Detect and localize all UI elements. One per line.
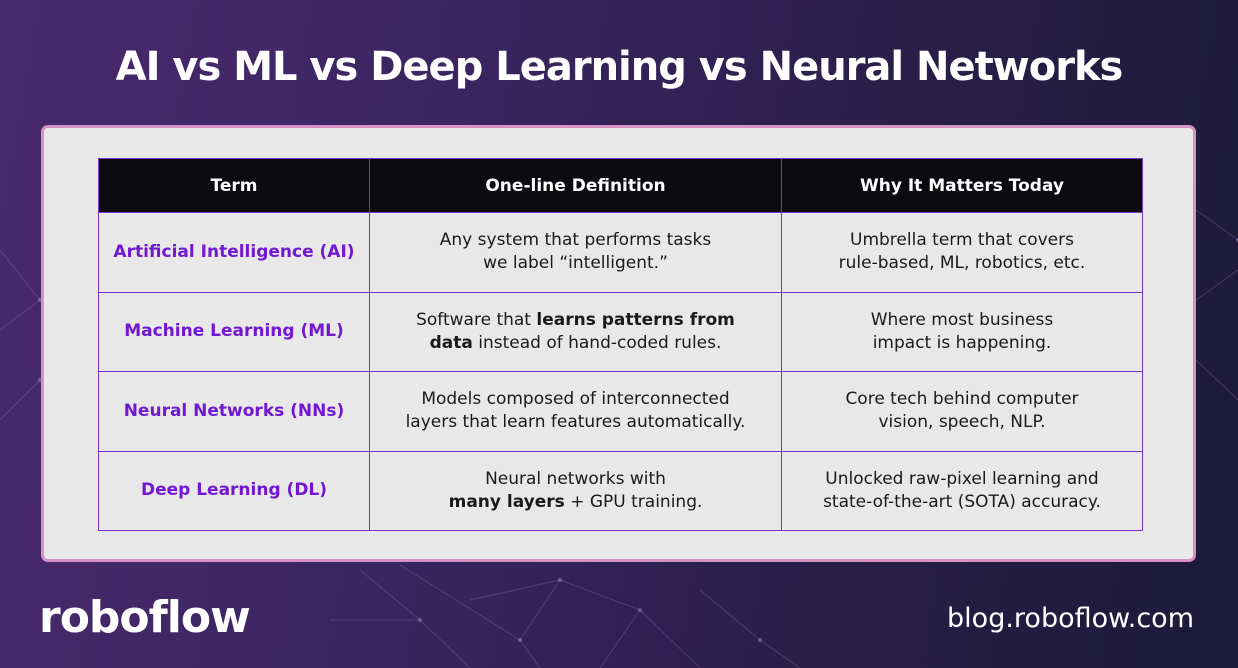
table-row: Machine Learning (ML) Software that lear… xyxy=(98,291,1143,372)
blog-url[interactable]: blog.roboflow.com xyxy=(947,603,1194,634)
why-line: Core tech behind computer xyxy=(845,389,1079,410)
term-cell: Neural Networks (NNs) xyxy=(98,371,370,452)
term-cell: Artificial Intelligence (AI) xyxy=(98,212,370,293)
column-header-why: Why It Matters Today xyxy=(781,158,1143,213)
why-line: rule-based, ML, robotics, etc. xyxy=(838,253,1086,274)
definition-text: + GPU training. xyxy=(564,491,703,512)
definition-line: we label “intelligent.” xyxy=(483,253,668,274)
why-line: Where most business xyxy=(870,309,1054,330)
comparison-panel: Term One-line Definition Why It Matters … xyxy=(41,125,1196,562)
definition-bold-text: learns patterns from xyxy=(536,309,735,330)
definition-bold-text: many layers xyxy=(448,491,565,512)
definition-line: Models composed of interconnected xyxy=(421,389,730,410)
definition-line: layers that learn features automatically… xyxy=(405,412,746,433)
definition-text: instead of hand-coded rules. xyxy=(472,332,722,353)
why-line: Umbrella term that covers xyxy=(850,230,1074,251)
column-header-term: Term xyxy=(98,158,370,213)
why-line: impact is happening. xyxy=(872,332,1052,353)
definition-line: Any system that performs tasks xyxy=(439,230,712,251)
term-cell: Machine Learning (ML) xyxy=(98,291,370,372)
table-row: Artificial Intelligence (AI) Any system … xyxy=(98,212,1143,293)
definition-text: Neural networks with xyxy=(485,468,666,489)
comparison-table: Term One-line Definition Why It Matters … xyxy=(98,158,1143,531)
page-title: AI vs ML vs Deep Learning vs Neural Netw… xyxy=(115,44,1124,90)
why-line: Unlocked raw-pixel learning and xyxy=(825,468,1099,489)
definition-bold-text: data xyxy=(429,332,473,353)
why-line: state-of-the-art (SOTA) accuracy. xyxy=(823,491,1101,512)
column-header-definition: One-line Definition xyxy=(369,158,782,213)
why-line: vision, speech, NLP. xyxy=(878,412,1046,433)
table-header-row: Term One-line Definition Why It Matters … xyxy=(98,158,1143,213)
term-cell: Deep Learning (DL) xyxy=(98,450,370,531)
roboflow-logo: roboflow xyxy=(39,592,251,643)
definition-cell: Software that learns patterns from data i… xyxy=(369,291,782,372)
definition-text: Software that xyxy=(416,309,537,330)
table-row: Neural Networks (NNs) Models composed of… xyxy=(98,371,1143,452)
